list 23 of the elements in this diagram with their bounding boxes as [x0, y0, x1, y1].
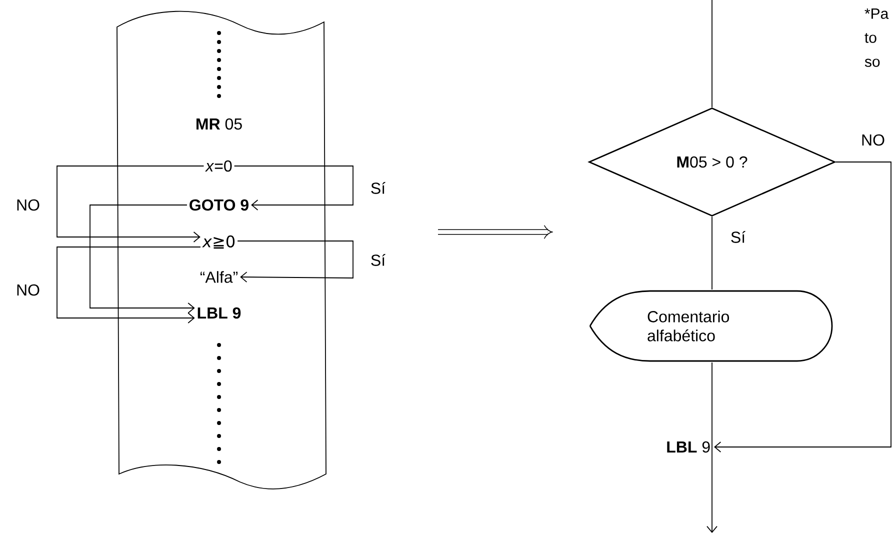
edge-label: NO — [15, 283, 41, 297]
paper-tape — [116, 10, 326, 490]
arrow — [90, 204, 195, 314]
arrow — [714, 162, 892, 452]
program-step: GOTO 9 — [190, 199, 248, 211]
program-step: MR 05 — [196, 118, 242, 130]
edge-label: Sí — [369, 253, 387, 267]
display-box: Comentario alfabético — [589, 290, 833, 362]
program-step: “Alfa” — [200, 271, 238, 283]
program-step: LBL 9 — [198, 307, 241, 319]
arrow — [237, 240, 354, 282]
arrow — [234, 166, 354, 210]
step-label: LBL 9 — [667, 441, 710, 453]
edge-label: Sí — [729, 230, 747, 244]
edge-label: Sí — [369, 181, 387, 195]
note-text: *Pa to so — [864, 8, 889, 67]
arrow — [56, 246, 201, 324]
edge-label: NO — [15, 198, 41, 212]
arrow — [56, 166, 204, 242]
program-step: x≧0 — [202, 235, 235, 249]
edge-label: NO — [860, 133, 886, 147]
arrow — [706, 362, 718, 533]
program-step: x=0 — [205, 160, 232, 172]
